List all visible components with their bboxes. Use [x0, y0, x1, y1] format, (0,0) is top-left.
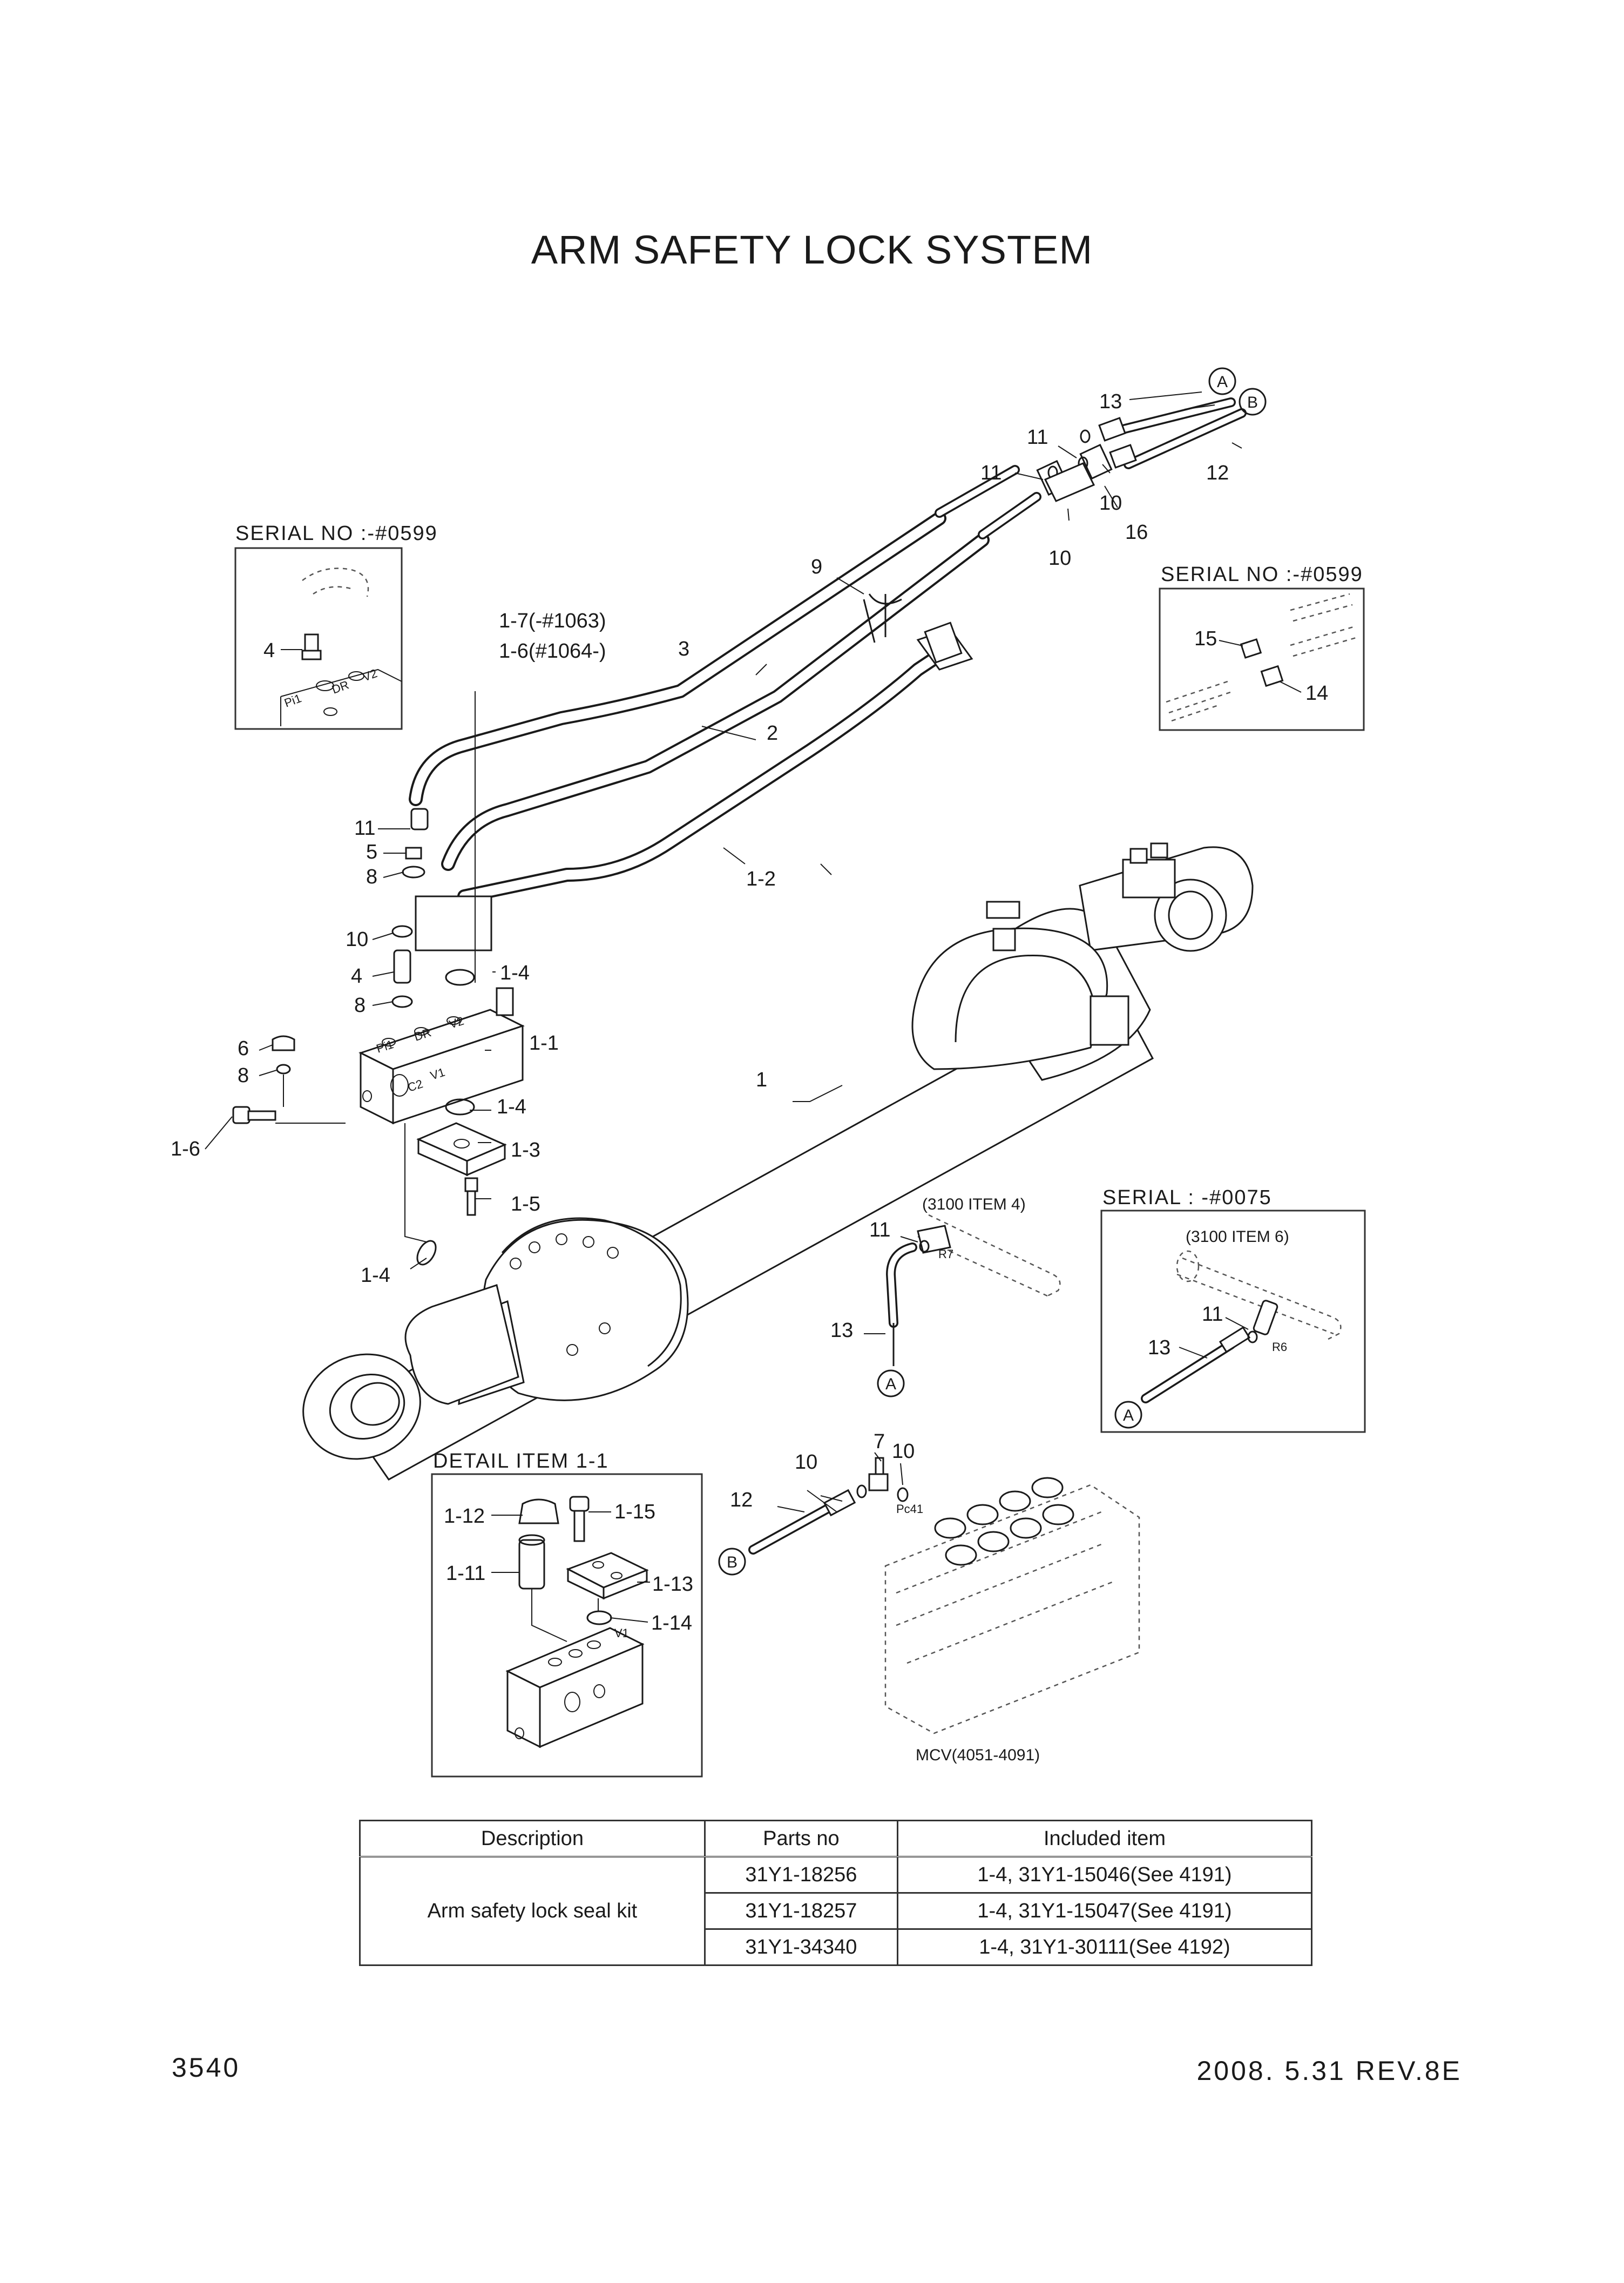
callout-14: 14 — [1305, 682, 1328, 705]
top-fittings: A B 13 11 11 12 10 10 16 — [980, 367, 1267, 570]
callout-1-4: 1-4 — [497, 1096, 526, 1118]
svg-text:MCV(4051-4091): MCV(4051-4091) — [916, 1746, 1040, 1764]
connector-a: A — [1217, 373, 1228, 391]
inset-detail-item: DETAIL ITEM 1-1 V1 1-12 1-15 — [431, 1450, 703, 1778]
callout-8: 8 — [366, 866, 377, 888]
seal-kit-table: Description Parts no Included item Arm s… — [359, 1820, 1313, 1966]
callout-13: 13 — [1099, 390, 1122, 413]
kit-description: Arm safety lock seal kit — [359, 1856, 706, 1966]
inset-header: SERIAL : -#0075 — [1102, 1186, 1272, 1209]
callout-5: 5 — [366, 841, 377, 863]
table-row: 31Y1-18257 1-4, 31Y1-15047(See 4191) — [360, 1892, 1313, 1930]
inset-header: SERIAL NO :-#0599 — [1161, 563, 1363, 586]
callout-1-3: 1-3 — [511, 1139, 540, 1161]
callout-10: 10 — [795, 1451, 817, 1474]
svg-text:Pi1: Pi1 — [282, 691, 303, 710]
callout-11: 11 — [1202, 1303, 1223, 1326]
inset-serial-top-left: SERIAL NO :-#0599 Pi1 DR V2 4 — [234, 522, 438, 730]
callout-4: 4 — [351, 965, 362, 988]
inset-serial-mid-right: SERIAL : -#0075 (3100 ITEM 6) R6 11 13 A — [1100, 1186, 1366, 1433]
arm-cylinder — [302, 842, 1254, 1481]
svg-text:R7: R7 — [938, 1247, 953, 1261]
callout-1-2: 1-2 — [746, 868, 776, 890]
callout-16: 16 — [1125, 521, 1148, 544]
callout-1: 1 — [756, 1069, 767, 1091]
callout-11: 11 — [869, 1219, 890, 1241]
callout-12: 12 — [1206, 462, 1229, 484]
revision-date: 2008. 5.31 REV.8E — [1196, 2056, 1462, 2086]
callout-4: 4 — [263, 639, 275, 662]
mcv-group: Pc41 B MCV(4051-4091) 7 10 10 12 — [718, 1430, 1140, 1764]
hoses-top — [863, 397, 1247, 643]
svg-text:V2: V2 — [361, 666, 379, 684]
callout-10: 10 — [1048, 547, 1071, 570]
callout-2: 2 — [767, 722, 778, 745]
callout-7: 7 — [874, 1430, 885, 1453]
included-item: 1-4, 31Y1-15047(See 4191) — [896, 1892, 1313, 1930]
callout-1-6: 1-6 — [171, 1138, 200, 1160]
page-title: ARM SAFETY LOCK SYSTEM — [531, 227, 1093, 272]
callout-13: 13 — [830, 1319, 853, 1342]
inset-header: DETAIL ITEM 1-1 — [433, 1450, 609, 1473]
callout-1-6-b: 1-6(#1064-) — [499, 640, 606, 663]
callout-1-7: 1-7(-#1063) — [499, 610, 606, 632]
mcv-spools — [934, 1477, 1074, 1566]
svg-text:(3100 ITEM 4): (3100 ITEM 4) — [922, 1195, 1026, 1213]
svg-text:Pc41: Pc41 — [896, 1502, 923, 1516]
callout-11: 11 — [1027, 426, 1048, 449]
main-callouts: 1 1-2 1-4 1-1 1-4 1-3 1-5 1-4 1-6 1-7(-#… — [171, 556, 864, 1287]
callout-15: 15 — [1194, 627, 1217, 650]
callout-11: 11 — [354, 817, 375, 840]
callout-1-15: 1-15 — [614, 1501, 655, 1523]
svg-text:R6: R6 — [1272, 1340, 1287, 1354]
callout-12: 12 — [730, 1489, 753, 1511]
table-header: Parts no — [703, 1820, 898, 1858]
pipe-3 — [409, 511, 946, 806]
table-row: Arm safety lock seal kit 31Y1-18256 1-4,… — [359, 1856, 1313, 1966]
callout-10: 10 — [1099, 492, 1122, 515]
parts-no: 31Y1-18257 — [703, 1892, 898, 1930]
callout-1-4: 1-4 — [361, 1264, 390, 1287]
callout-1-14: 1-14 — [651, 1612, 692, 1634]
table-header: Description — [359, 1820, 706, 1858]
pipe-1-2 — [457, 622, 973, 903]
callout-11: 11 — [980, 462, 1002, 484]
hose-a-group: (3100 ITEM 4) R7 11 13 A — [830, 1195, 1061, 1397]
svg-text:V1: V1 — [614, 1626, 629, 1640]
connector-a: A — [1123, 1407, 1134, 1424]
connector-b: B — [1247, 394, 1258, 411]
page-number: 3540 — [172, 2052, 241, 2083]
parts-no: 31Y1-18256 — [703, 1856, 898, 1894]
parts-no: 31Y1-34340 — [703, 1928, 898, 1966]
callout-1-11: 1-11 — [446, 1562, 485, 1585]
safety-valve-block: Pi1 DR V2 C2 V1 — [232, 691, 525, 1266]
callout-6: 6 — [238, 1037, 249, 1060]
table-header: Included item — [896, 1820, 1313, 1858]
callout-8: 8 — [238, 1064, 249, 1087]
callout-1-5: 1-5 — [511, 1193, 540, 1215]
callout-1-1: 1-1 — [529, 1032, 559, 1055]
table-row: 31Y1-34340 1-4, 31Y1-30111(See 4192) — [360, 1928, 1313, 1966]
connector-a: A — [885, 1375, 896, 1393]
callout-1-12: 1-12 — [444, 1505, 485, 1528]
inset-serial-top-right: SERIAL NO :-#0599 15 14 — [1159, 563, 1365, 731]
svg-text:(3100 ITEM 6): (3100 ITEM 6) — [1186, 1228, 1289, 1246]
included-item: 1-4, 31Y1-15046(See 4191) — [896, 1856, 1313, 1894]
callout-8: 8 — [354, 994, 366, 1017]
svg-text:DR: DR — [330, 678, 350, 696]
callout-1-4: 1-4 — [500, 962, 530, 984]
included-item: 1-4, 31Y1-30111(See 4192) — [896, 1928, 1313, 1966]
callout-10: 10 — [346, 928, 368, 951]
connector-b: B — [727, 1553, 737, 1571]
inset-header: SERIAL NO :-#0599 — [235, 522, 438, 545]
callout-1-13: 1-13 — [652, 1573, 693, 1596]
callout-3: 3 — [678, 638, 689, 660]
callout-10: 10 — [892, 1440, 915, 1463]
callout-13: 13 — [1148, 1336, 1170, 1359]
pipe-2 — [441, 533, 990, 871]
callout-9: 9 — [811, 556, 822, 578]
